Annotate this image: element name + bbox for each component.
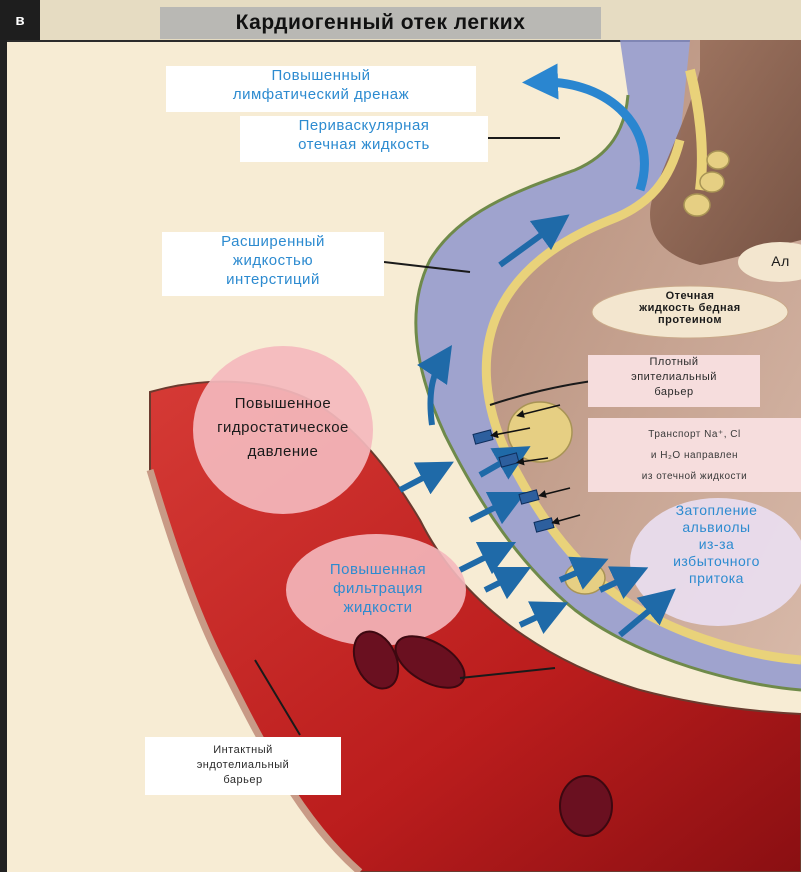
- label-epithelial-line2: эпителиальный: [588, 370, 760, 385]
- label-perivascular-line2: отечная жидкость: [240, 135, 488, 154]
- label-flooding-line3: из-за: [632, 536, 801, 553]
- label-epithelial-line3: барьер: [588, 385, 760, 400]
- label-alveolar-flooding: Затопление альвиолы из-за избыточного пр…: [632, 502, 801, 587]
- label-endothelial-line3: барьер: [145, 773, 341, 788]
- label-interstitium-line3: интерстиций: [162, 270, 384, 289]
- label-hydrostatic-line3: давление: [195, 440, 371, 464]
- label-transport-line3: из отечной жидкости: [588, 466, 801, 487]
- label-transport-line1: Транспорт Na⁺, Cl: [588, 424, 801, 445]
- left-border: [0, 40, 7, 872]
- label-alveolus: Ал: [760, 252, 801, 271]
- label-filtration-line1: Повышенная: [290, 560, 466, 579]
- label-perivascular-fluid: Периваскулярная отечная жидкость: [240, 116, 488, 162]
- label-transport-line2: и H₂O направлен: [588, 445, 801, 466]
- label-endothelial-line1: Интактный: [145, 743, 341, 758]
- label-hydrostatic-line1: Повышенное: [195, 392, 371, 416]
- label-edema-line3: протеином: [596, 314, 784, 326]
- label-lymph-drainage: Повышенный лимфатический дренаж: [166, 66, 476, 112]
- label-flooding-line1: Затопление: [632, 502, 801, 519]
- label-epithelial-barrier: Плотный эпителиальный барьер: [588, 355, 760, 407]
- label-lymph-line1: Повышенный: [166, 66, 476, 85]
- label-interstitium: Расширенный жидкостью интерстиций: [162, 232, 384, 296]
- label-epithelial-line1: Плотный: [588, 355, 760, 370]
- label-lymph-line2: лимфатический дренаж: [166, 85, 476, 104]
- label-perivascular-line1: Периваскулярная: [240, 116, 488, 135]
- label-flooding-line4: избыточного: [632, 553, 801, 570]
- label-edema-fluid: Отечная жидкость бедная протеином: [596, 290, 784, 326]
- label-flooding-line2: альвиолы: [632, 519, 801, 536]
- label-transport: Транспорт Na⁺, Cl и H₂O направлен из оте…: [588, 418, 801, 492]
- label-filtration-line2: фильтрация: [290, 579, 466, 598]
- label-hydrostatic-line2: гидростатическое: [195, 416, 371, 440]
- label-interstitium-line1: Расширенный: [162, 232, 384, 251]
- label-interstitium-line2: жидкостью: [162, 251, 384, 270]
- label-increased-filtration: Повышенная фильтрация жидкости: [290, 560, 466, 617]
- label-filtration-line3: жидкости: [290, 598, 466, 617]
- label-edema-line1: Отечная: [596, 290, 784, 302]
- label-endothelial-barrier: Интактный эндотелиальный барьер: [145, 737, 341, 795]
- label-edema-line2: жидкость бедная: [596, 302, 784, 314]
- label-flooding-line5: притока: [632, 570, 801, 587]
- label-hydrostatic-pressure: Повышенное гидростатическое давление: [195, 392, 371, 464]
- label-endothelial-line2: эндотелиальный: [145, 758, 341, 773]
